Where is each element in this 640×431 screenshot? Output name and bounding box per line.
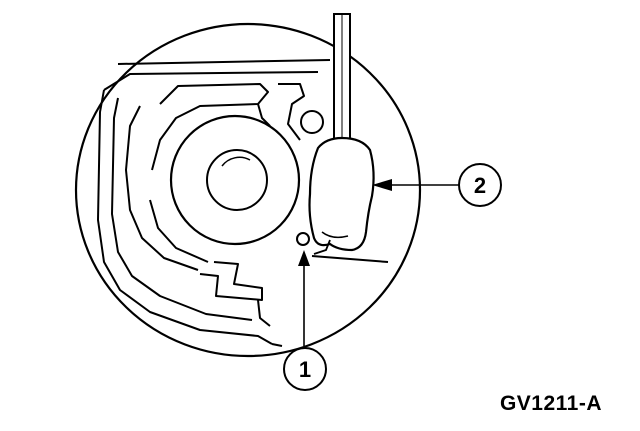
callout-2-leader <box>372 179 460 191</box>
callout-1: 1 <box>283 347 327 391</box>
callout-1-leader <box>298 250 310 346</box>
passage-plate <box>97 59 389 347</box>
screwdriver-shaft <box>333 13 351 143</box>
outer-housing <box>74 22 422 358</box>
screwdriver-tip <box>308 136 375 255</box>
callout-2-number: 2 <box>474 173 486 198</box>
callout-2: 2 <box>458 163 502 207</box>
check-ball <box>296 232 310 246</box>
figure-code-label: GV1211-A <box>499 392 602 415</box>
center-hub-outer <box>169 114 301 246</box>
callout-1-number: 1 <box>299 357 311 382</box>
center-hub-inner <box>206 149 268 211</box>
bolt-hole <box>300 110 324 134</box>
